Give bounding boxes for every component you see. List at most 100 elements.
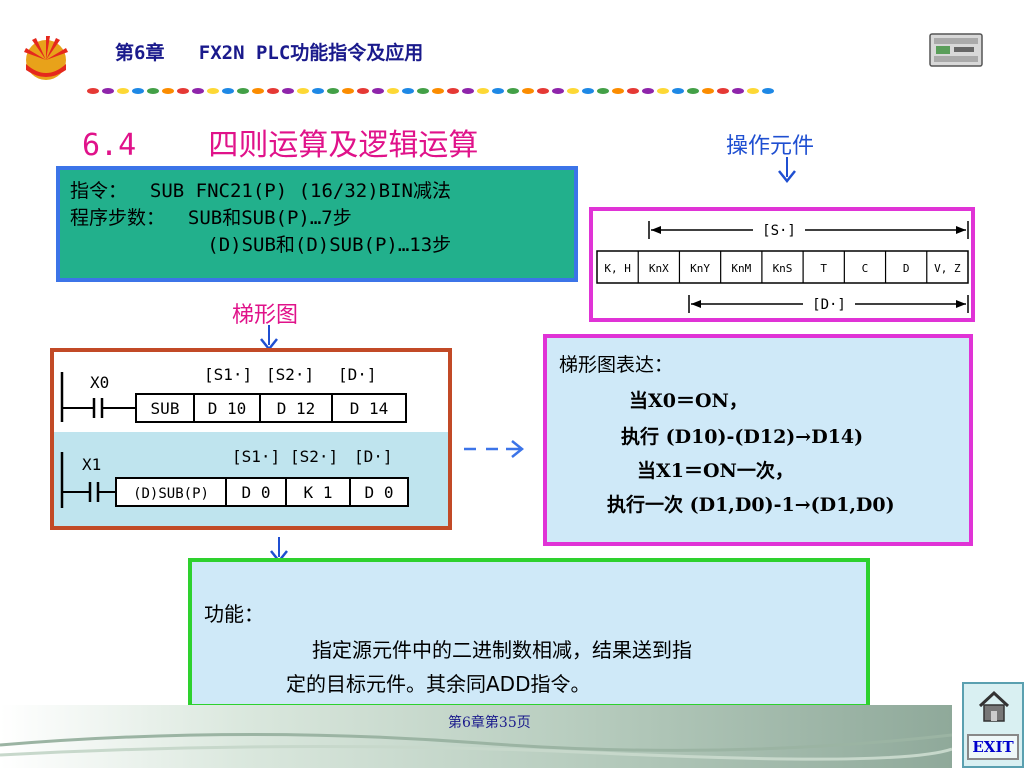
rung2-contact-label: X1 (82, 455, 101, 474)
decorative-dot (447, 88, 459, 94)
ladder-diagram-box: X0 [S1·] [S2·] [D·] SUB D 10 D 12 D 14 X… (50, 348, 452, 530)
decorative-dot (462, 88, 474, 94)
section-title: 6.4 四则运算及逻辑运算 (82, 128, 479, 163)
rung2-s2-cell: K 1 (304, 483, 333, 502)
exit-button[interactable]: EXIT (967, 734, 1019, 760)
operand-cell: T (820, 262, 827, 275)
ladder-diagram-label: 梯形图 (232, 303, 299, 328)
decorative-dot (162, 88, 174, 94)
rung2-s2-header: [S2·] (290, 447, 338, 466)
decorative-dot (492, 88, 504, 94)
navigation-panel: EXIT (962, 682, 1024, 768)
rung2-d-cell: D 0 (365, 483, 394, 502)
decorative-dot (612, 88, 624, 94)
decorative-dot (657, 88, 669, 94)
decorative-dot (267, 88, 279, 94)
decorative-dot (477, 88, 489, 94)
decorative-dot (522, 88, 534, 94)
operand-label: 操作元件 (726, 134, 815, 159)
function-description-line2: 定的目标元件。其余同ADD指令。 (286, 672, 591, 696)
instruction-line: 指令： SUB FNC21(P) (16/32)BIN减法 (70, 180, 451, 202)
decorative-dot (237, 88, 249, 94)
operand-cell: KnX (649, 262, 669, 275)
operand-cell: C (862, 262, 869, 275)
decorative-dot (537, 88, 549, 94)
rung2-instruction-cell: (D)SUB(P) (133, 486, 209, 502)
decorative-dot (597, 88, 609, 94)
rung1-instruction-cell: SUB (151, 399, 180, 418)
operand-cell: D (903, 262, 910, 275)
operand-range-box: [S·] K, H KnX KnY KnM KnS T C D V, Z [D·] (589, 207, 975, 322)
operand-cell: KnY (690, 262, 710, 275)
decorative-dot (732, 88, 744, 94)
ladder-diagram: X0 [S1·] [S2·] [D·] SUB D 10 D 12 D 14 X… (54, 352, 448, 526)
expression-condition-1: 当X0＝ON， (629, 390, 748, 412)
page-number: 第6章第35页 (448, 715, 531, 731)
function-description-line1: 指定源元件中的二进制数相减，结果送到指 (312, 638, 692, 662)
decorative-dot (207, 88, 219, 94)
decorative-dot (102, 88, 114, 94)
decorative-dot (192, 88, 204, 94)
dashed-arrow-right-icon (464, 440, 525, 458)
expression-action-2: 执行一次 (D1,D0)-1→(D1,D0) (607, 494, 895, 516)
decorative-dot (147, 88, 159, 94)
decorative-dot (372, 88, 384, 94)
rung1-d-cell: D 14 (350, 399, 389, 418)
function-description-box: 功能： 指定源元件中的二进制数相减，结果送到指 定的目标元件。其余同ADD指令。 (188, 558, 870, 708)
decorative-dot (717, 88, 729, 94)
decorative-dot (327, 88, 339, 94)
home-icon[interactable] (978, 690, 1010, 724)
footer-decorative-bar (0, 705, 952, 768)
decorative-dot (117, 88, 129, 94)
operand-range-diagram: [S·] K, H KnX KnY KnM KnS T C D V, Z [D·] (596, 221, 969, 313)
operand-cell: KnS (773, 262, 793, 275)
rung1-contact-label: X0 (90, 373, 109, 392)
decorative-dot (222, 88, 234, 94)
rung1-s2-header: [S2·] (266, 365, 314, 384)
chapter-title: 第6章 FX2N PLC功能指令及应用 (115, 42, 424, 64)
decorative-dot (177, 88, 189, 94)
decorative-dot (357, 88, 369, 94)
company-logo (24, 36, 68, 80)
decorative-dot (672, 88, 684, 94)
decorative-dot (297, 88, 309, 94)
rung2-s1-cell: D 0 (242, 483, 271, 502)
decorative-dot (642, 88, 654, 94)
instruction-box: 指令： SUB FNC21(P) (16/32)BIN减法 程序步数： SUB和… (56, 166, 578, 282)
decorative-dot (687, 88, 699, 94)
expression-action-1: 执行 (D10)-(D12)→D14) (621, 426, 864, 448)
operand-cell: K, H (604, 262, 631, 275)
decorative-dot (252, 88, 264, 94)
decorative-dot (582, 88, 594, 94)
decorative-dot-line (87, 88, 774, 94)
source-range-label: [S·] (762, 223, 796, 239)
destination-range-label: [D·] (812, 297, 846, 313)
decorative-dot (747, 88, 759, 94)
operand-cell: KnM (731, 262, 751, 275)
decorative-dot (432, 88, 444, 94)
ladder-expression-box: 梯形图表达： 当X0＝ON， 执行 (D10)-(D12)→D14) 当X1＝O… (543, 334, 973, 546)
rung2-s1-header: [S1·] (232, 447, 280, 466)
decorative-dot (132, 88, 144, 94)
rung1-s1-header: [S1·] (204, 365, 252, 384)
decorative-dot (552, 88, 564, 94)
expression-title: 梯形图表达： (559, 354, 674, 376)
decorative-dot (507, 88, 519, 94)
arrow-down-icon (778, 157, 796, 183)
decorative-dot (702, 88, 714, 94)
decorative-dot (387, 88, 399, 94)
rung1-d-header: [D·] (338, 365, 377, 384)
decorative-dot (627, 88, 639, 94)
decorative-dot (87, 88, 99, 94)
expression-condition-2: 当X1＝ON一次， (637, 460, 794, 482)
rung1-s1-cell: D 10 (208, 399, 247, 418)
operand-cell: V, Z (934, 262, 961, 275)
rung1-s2-cell: D 12 (277, 399, 316, 418)
plc-device-icon (929, 33, 983, 67)
decorative-dot (312, 88, 324, 94)
decorative-dot (402, 88, 414, 94)
program-steps-line: 程序步数： SUB和SUB(P)…7步 (70, 207, 352, 229)
decorative-dot (342, 88, 354, 94)
decorative-dot (567, 88, 579, 94)
decorative-dot (282, 88, 294, 94)
